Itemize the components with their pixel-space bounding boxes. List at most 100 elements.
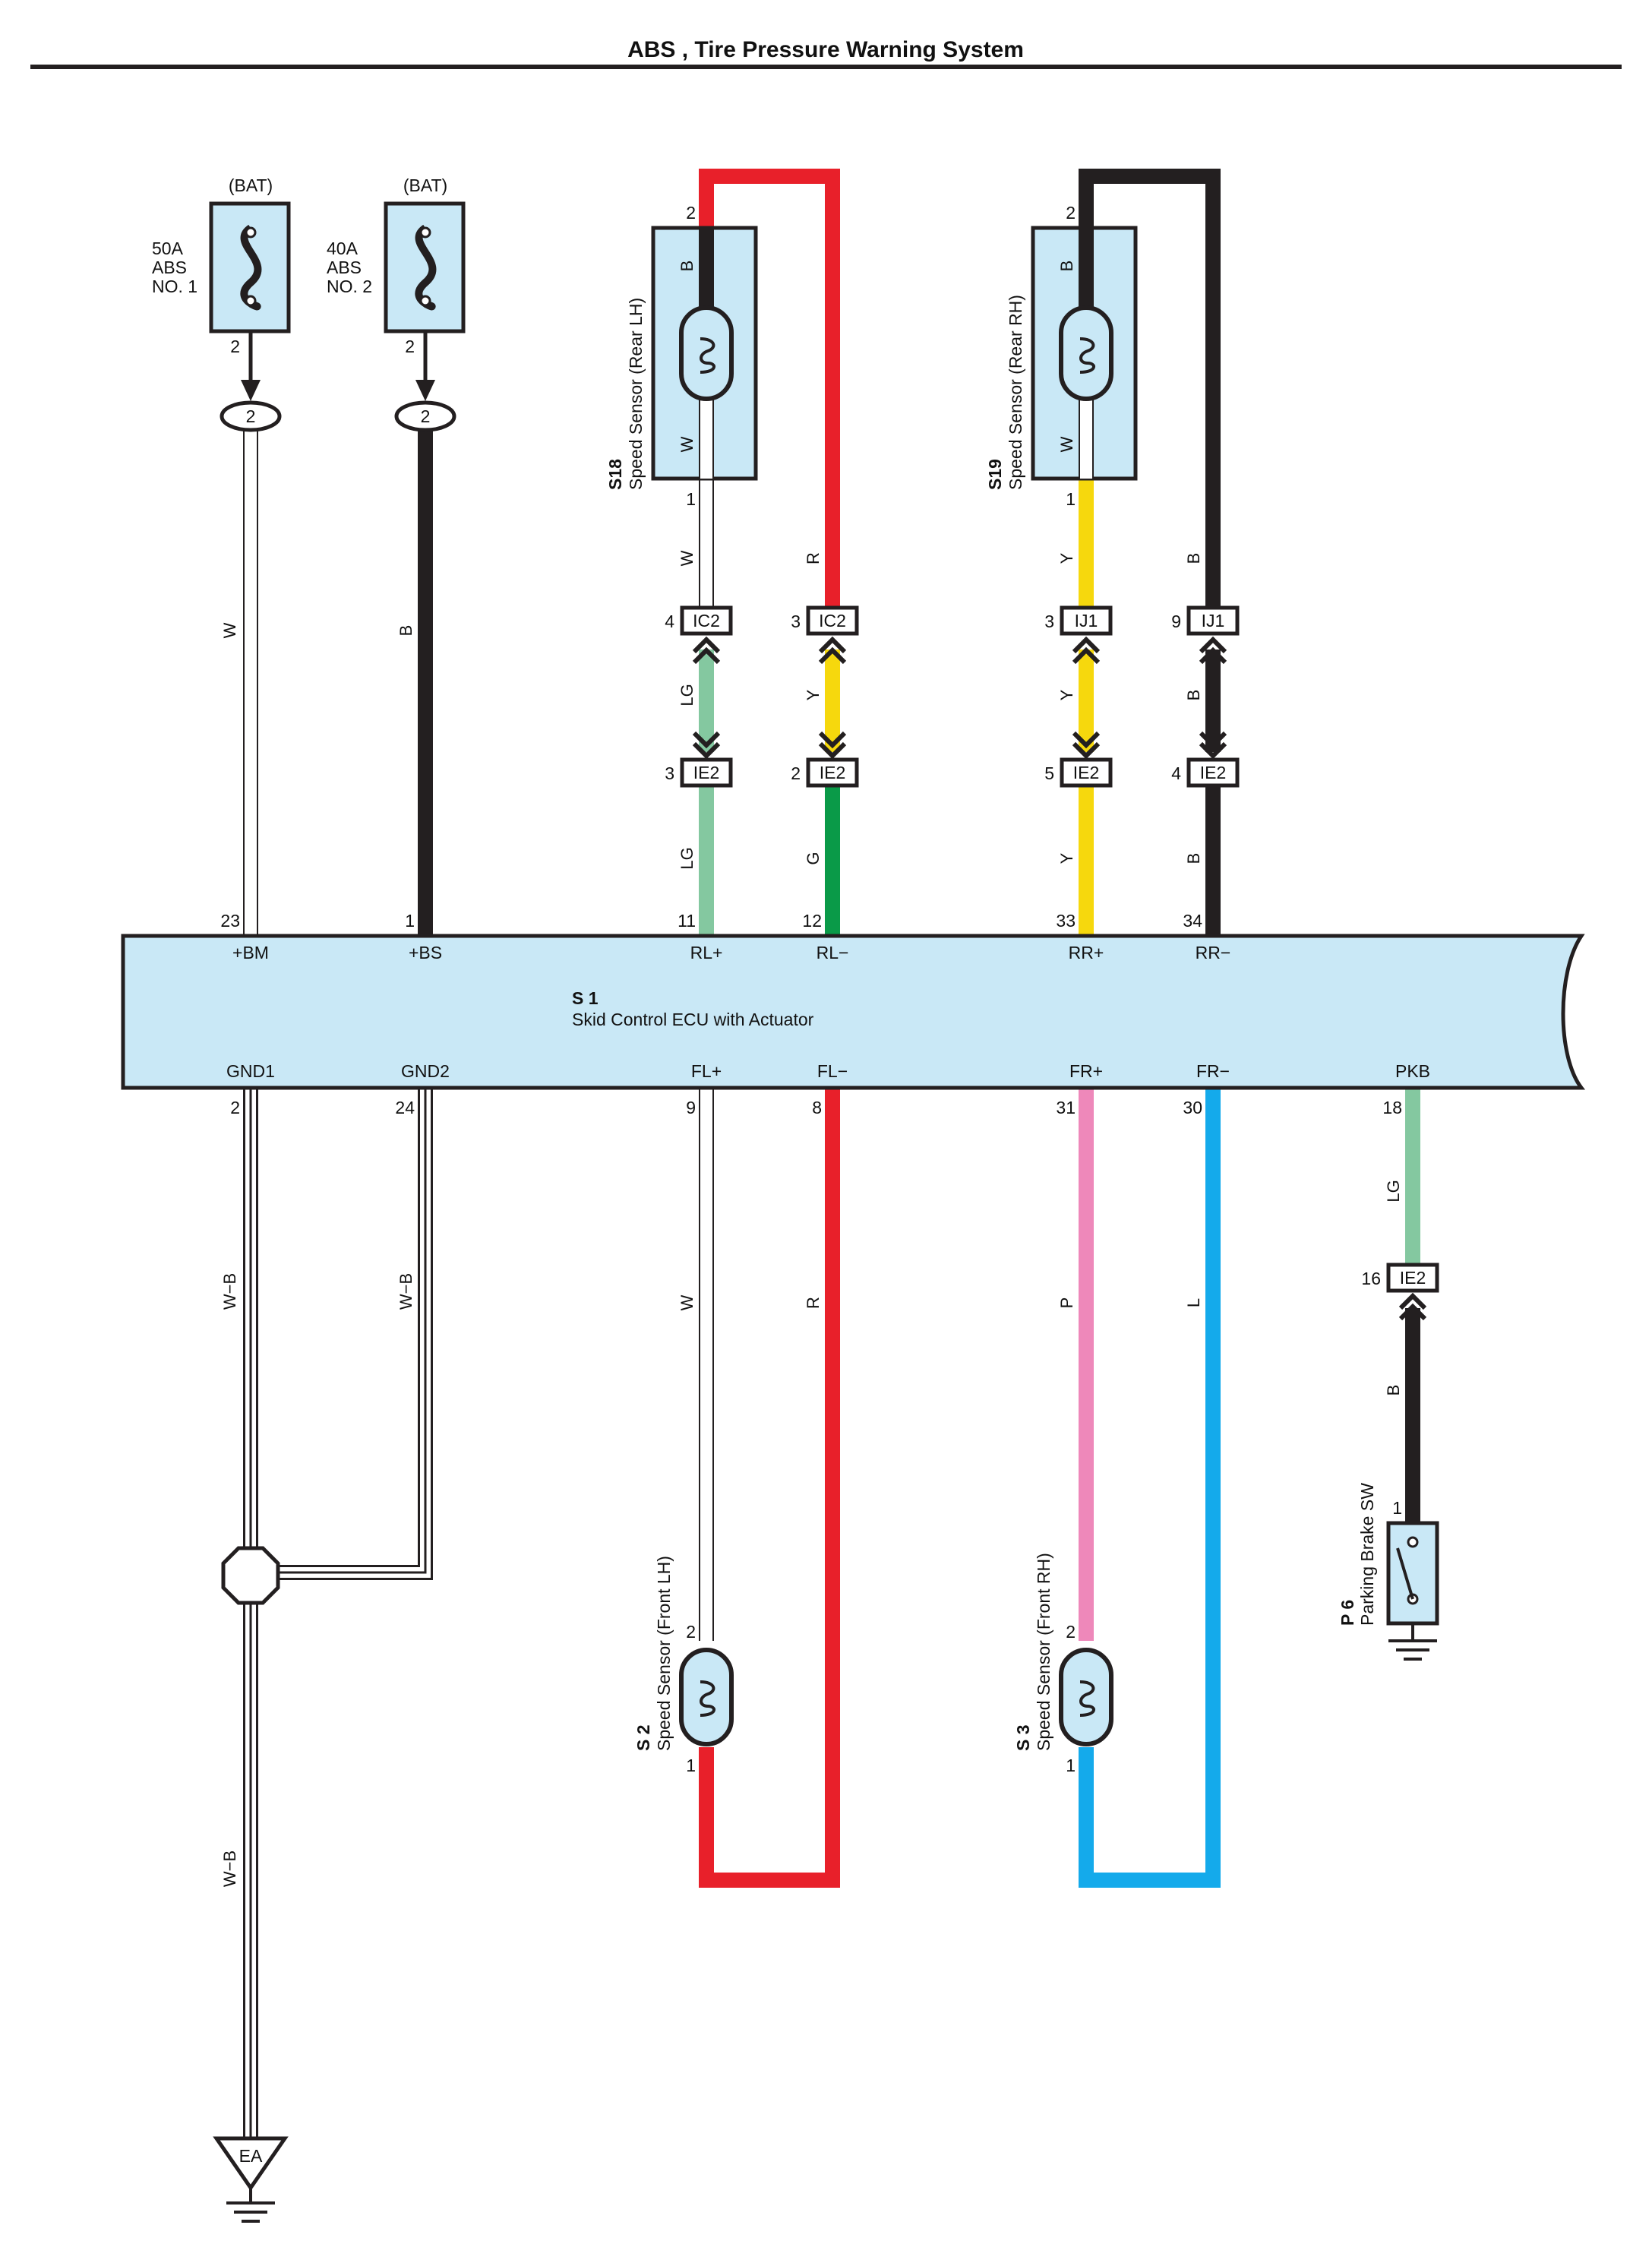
svg-text:Skid Control ECU with Actuator: Skid Control ECU with Actuator	[572, 1010, 814, 1029]
svg-text:S 2: S 2	[633, 1724, 653, 1751]
svg-text:FR−: FR−	[1196, 1061, 1230, 1081]
svg-text:5: 5	[1044, 763, 1054, 783]
switch-parking-brake: 1 P 6 Parking Brake SW	[1338, 1483, 1439, 1661]
svg-text:(BAT): (BAT)	[403, 175, 447, 195]
connector-ie2-pin3: IE2 3	[665, 731, 733, 788]
svg-text:2: 2	[421, 406, 431, 426]
wire-label-w: W	[220, 622, 239, 638]
svg-text:1: 1	[686, 1756, 696, 1775]
wire-label-fl-minus: R	[804, 1297, 823, 1309]
svg-text:2: 2	[246, 406, 256, 426]
svg-text:18: 18	[1382, 1098, 1402, 1117]
wire-label-s19-plus: Y	[1057, 552, 1076, 564]
svg-text:IE2: IE2	[820, 763, 846, 782]
svg-text:RL−: RL−	[817, 943, 849, 962]
svg-text:2: 2	[686, 1622, 696, 1642]
connector-ie2-pin5: IE2 5	[1044, 731, 1113, 788]
wire-s19-b	[1079, 169, 1221, 608]
svg-text:24: 24	[395, 1098, 415, 1117]
wire-label-rr-low-minus: B	[1184, 853, 1203, 864]
connector-ie2-pin4: IE2 4	[1171, 731, 1240, 788]
wire-label-rl-mid-plus: LG	[678, 684, 696, 706]
svg-text:+BM: +BM	[232, 943, 269, 962]
svg-text:IJ1: IJ1	[1075, 611, 1098, 631]
svg-text:1: 1	[1066, 1756, 1076, 1775]
svg-text:50A: 50A	[152, 239, 184, 258]
svg-text:2: 2	[686, 203, 696, 223]
connector-ie2-pin16: IE2 16	[1361, 1263, 1439, 1321]
svg-text:IE2: IE2	[1200, 763, 1227, 782]
svg-text:GND2: GND2	[401, 1061, 450, 1081]
svg-text:EA: EA	[239, 2146, 263, 2166]
svg-text:2: 2	[405, 337, 415, 356]
wire-label-gnd-lower: W−B	[220, 1851, 239, 1887]
wire-label-gnd1: W−B	[220, 1273, 239, 1310]
svg-text:9: 9	[686, 1098, 696, 1117]
svg-text:W: W	[1057, 436, 1076, 452]
diagram-title: ABS , Tire Pressure Warning System	[627, 37, 1024, 62]
svg-text:1: 1	[405, 911, 415, 931]
svg-text:B: B	[678, 261, 696, 272]
wire-gnd2	[273, 1088, 433, 1580]
svg-text:NO. 2: NO. 2	[327, 277, 372, 296]
wire-label-pkb-lower: B	[1384, 1385, 1403, 1396]
connector-ie2-pin2: IE2 2	[791, 731, 859, 788]
sensor-front-rh: 2 1 S 3 Speed Sensor (Front RH)	[1013, 1553, 1113, 1775]
svg-text:NO. 1: NO. 1	[152, 277, 197, 296]
svg-text:2: 2	[230, 337, 240, 356]
sensor-rear-rh: 2 1 B W S19 Speed Sensor (Rear RH)	[985, 203, 1138, 509]
connector-ic2-pin4: IC2 4	[665, 605, 733, 665]
wire-label-pkb-upper: LG	[1384, 1180, 1403, 1202]
svg-text:2: 2	[1066, 1622, 1076, 1642]
svg-text:1: 1	[1066, 489, 1076, 509]
svg-text:ABS: ABS	[327, 258, 362, 277]
svg-text:4: 4	[1171, 763, 1181, 783]
wire-label-fr-minus: L	[1184, 1298, 1203, 1307]
svg-text:S 3: S 3	[1013, 1724, 1033, 1751]
svg-text:8: 8	[812, 1098, 822, 1117]
svg-text:Parking Brake SW: Parking Brake SW	[1357, 1483, 1377, 1626]
wire-label-fr-plus: P	[1057, 1297, 1076, 1309]
connector-ij1-pin3: IJ1 3	[1044, 605, 1113, 665]
wire-label-rl-mid-minus: Y	[804, 689, 823, 700]
svg-text:33: 33	[1056, 911, 1076, 931]
svg-text:S18: S18	[605, 459, 625, 490]
svg-text:34: 34	[1183, 911, 1202, 931]
wire-label-s18-plus: W	[678, 550, 696, 566]
svg-text:11: 11	[678, 911, 696, 931]
svg-text:W: W	[678, 436, 696, 452]
svg-text:Speed Sensor (Front RH): Speed Sensor (Front RH)	[1034, 1553, 1053, 1751]
svg-text:4: 4	[665, 612, 674, 631]
svg-text:B: B	[1057, 261, 1076, 272]
connector-ij1-pin9: IJ1 9	[1171, 605, 1240, 665]
sensor-rear-lh: 2 1 B W S18 Speed Sensor (Rear LH)	[605, 203, 758, 509]
ground-point-ea: EA	[213, 2136, 289, 2223]
svg-text:FR+: FR+	[1069, 1061, 1103, 1081]
svg-text:2: 2	[1066, 203, 1076, 223]
svg-text:16: 16	[1361, 1269, 1381, 1288]
svg-text:IE2: IE2	[693, 763, 720, 782]
svg-text:Speed Sensor (Rear RH): Speed Sensor (Rear RH)	[1006, 295, 1025, 490]
wire-fl-r	[699, 1088, 840, 1888]
svg-text:9: 9	[1171, 612, 1181, 631]
connector-ic2-pin3: IC2 3	[791, 605, 859, 665]
svg-text:3: 3	[665, 763, 674, 783]
svg-text:FL+: FL+	[691, 1061, 722, 1081]
svg-text:2: 2	[791, 763, 801, 783]
fuse-abs-no2: (BAT) 40A ABS NO. 2 2 2	[327, 175, 466, 432]
wire-s18-r	[699, 169, 840, 608]
svg-text:Speed Sensor (Rear LH): Speed Sensor (Rear LH)	[626, 298, 646, 490]
svg-text:RL+: RL+	[690, 943, 723, 962]
svg-text:12: 12	[802, 911, 822, 931]
svg-text:GND1: GND1	[226, 1061, 275, 1081]
ecu-skid-control: S 1 Skid Control ECU with Actuator 23 1 …	[121, 911, 1586, 1117]
wire-label-b: B	[396, 625, 415, 637]
svg-text:Speed Sensor (Front LH): Speed Sensor (Front LH)	[654, 1556, 674, 1751]
svg-text:PKB: PKB	[1395, 1061, 1430, 1081]
svg-text:IE2: IE2	[1400, 1268, 1426, 1288]
svg-text:IJ1: IJ1	[1202, 611, 1225, 631]
wire-label-fl-plus: W	[678, 1294, 696, 1310]
svg-text:P 6: P 6	[1338, 1600, 1357, 1626]
sensor-front-lh: 2 1 S 2 Speed Sensor (Front LH)	[633, 1556, 734, 1775]
svg-text:3: 3	[791, 612, 801, 631]
